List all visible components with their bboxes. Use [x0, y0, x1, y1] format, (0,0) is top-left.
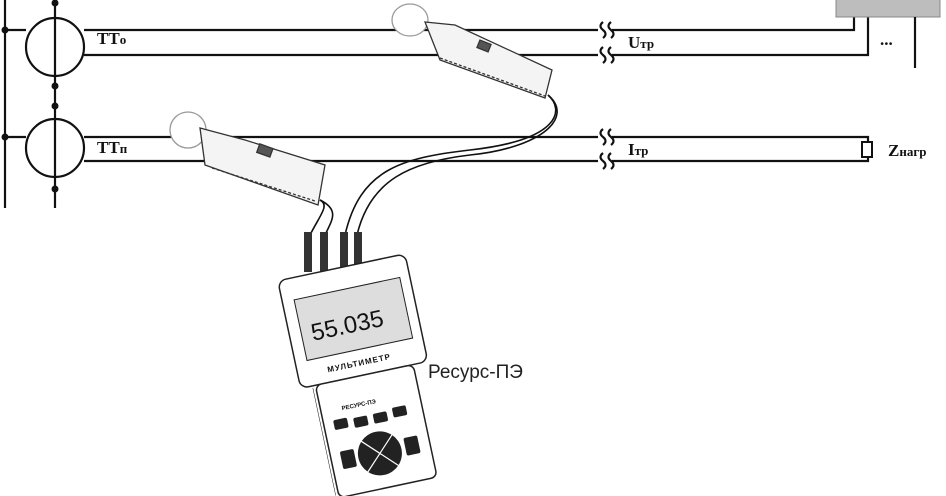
wire-current-2 [84, 157, 870, 163]
load-resistor [861, 141, 873, 158]
junction-dots [1, 0, 59, 193]
current-transformer-p [24, 117, 86, 179]
device-display [293, 276, 414, 362]
resurs-pe-device: 55.035 МУЛЬТИМЕТР РЕСУРС-ПЭ [278, 254, 437, 496]
label-u-tr: Uтр [628, 33, 654, 52]
label-z-nagr: Zнагр [888, 141, 926, 160]
label-i-tr: Iтр [628, 140, 648, 159]
cable-plugs [304, 232, 362, 272]
label-tt-o: ТТо [97, 29, 126, 48]
device-caption: Ресурс-ПЭ [428, 362, 523, 383]
measurement-cables [309, 94, 558, 236]
wire-current-1 [84, 135, 870, 142]
label-ellipsis: ... [880, 30, 893, 49]
current-transformer-o [24, 16, 86, 78]
current-clamp-lower [169, 111, 326, 206]
line-break-symbols [599, 21, 615, 170]
label-tt-p: ТТп [97, 138, 128, 157]
metering-device-box [835, 0, 941, 18]
current-clamp-upper [391, 3, 553, 99]
wire-voltage-1 [84, 15, 856, 32]
